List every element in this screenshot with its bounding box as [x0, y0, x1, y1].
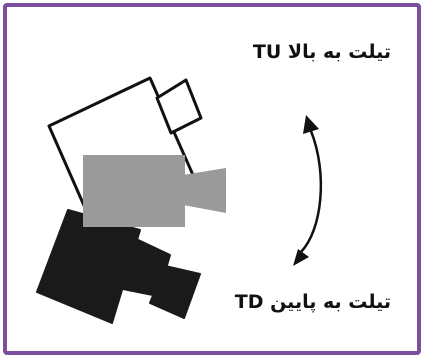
- tilt-arrow-icon: [293, 115, 323, 266]
- camera-tilted-down-icon: [36, 209, 201, 324]
- tilt-down-label: تیلت به پایین TD: [234, 291, 391, 313]
- camera-level-icon: [83, 155, 226, 227]
- tilt-up-label: تیلت به بالا TU: [252, 41, 391, 63]
